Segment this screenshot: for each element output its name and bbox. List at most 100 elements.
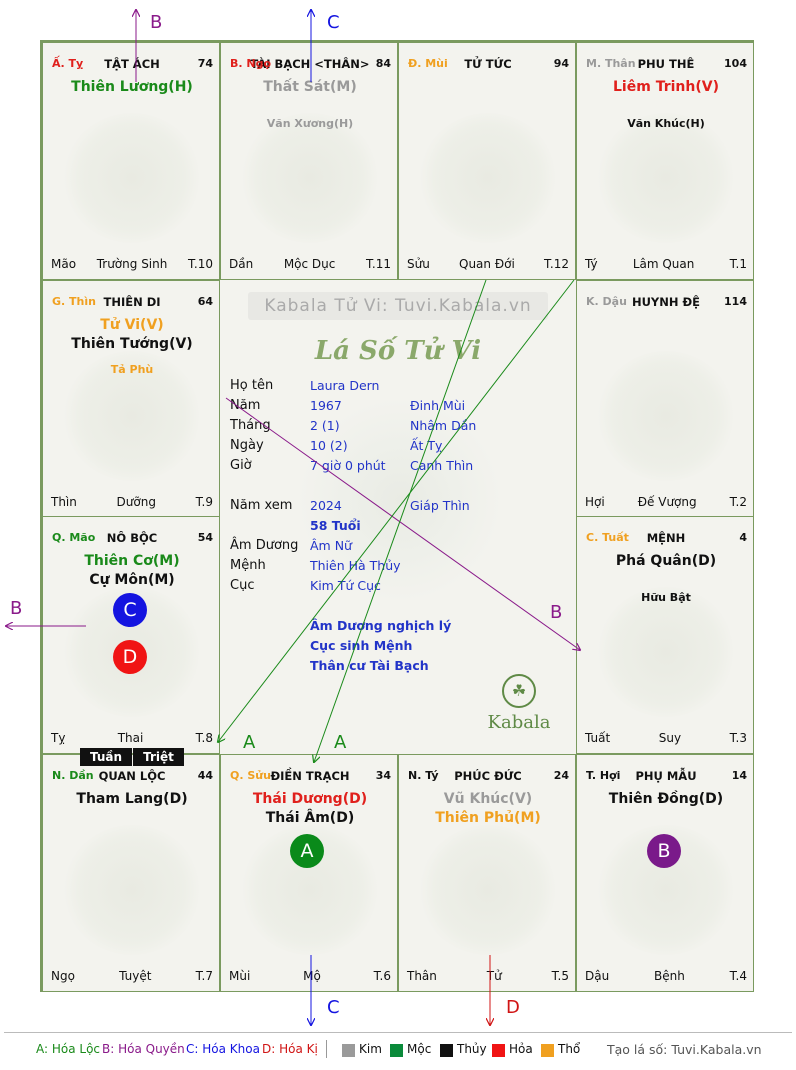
legend-d: D: Hóa Kị <box>262 1042 318 1056</box>
palace-name: PHÚC ĐỨC <box>454 769 522 783</box>
kabala-logo: ☘ Kabala <box>486 674 552 733</box>
minor-star: Hữu Bật <box>641 591 691 604</box>
footer-stage: Dưỡng <box>116 495 156 509</box>
legend-a: A: Hóa Lộc <box>36 1042 101 1056</box>
palace-name: HUYNH ĐỆ <box>631 295 701 309</box>
value-age: 58 Tuổi <box>310 518 361 533</box>
legend-tho: Thổ <box>558 1042 581 1056</box>
watermark: Kabala Tử Vi: Tuvi.Kabala.vn <box>248 292 548 320</box>
zodiac-silhouette <box>419 113 557 243</box>
palace-number: 64 <box>197 295 213 308</box>
palace-name: PHỤ MẪU <box>635 769 697 783</box>
palace-stem: N. Dần <box>52 769 94 782</box>
label-year: Năm <box>230 398 261 413</box>
swatch-tho <box>541 1044 554 1057</box>
label-mid-b: B <box>550 602 563 623</box>
footer-branch: Mão <box>51 257 77 271</box>
label-name: Họ tên <box>230 378 274 393</box>
footer-stage: Mộc Dục <box>283 257 336 271</box>
palace-stem: Ấ. Tỵ <box>52 57 84 70</box>
chart-title: Lá Số Tử Vi <box>314 336 482 366</box>
main-star-2: Thái Âm(D) <box>265 810 355 826</box>
footer-branch: Mùi <box>229 969 251 983</box>
palace-name: TỬ TỨC <box>464 57 512 71</box>
main-star-1: Thiên Đồng(D) <box>608 791 724 807</box>
zodiac-silhouette <box>241 113 379 243</box>
palace-stem: Q. Mão <box>52 531 96 544</box>
palace-name: NÔ BỘC <box>106 531 158 545</box>
palace-name: QUAN LỘC <box>98 769 166 783</box>
label-month: Tháng <box>230 418 271 433</box>
legend-hoa: Hỏa <box>509 1042 533 1056</box>
footer-month: T.4 <box>729 969 747 983</box>
swatch-thuy <box>440 1044 453 1057</box>
value-hour: 7 giờ 0 phút <box>310 458 386 473</box>
palace-number: 114 <box>724 295 747 308</box>
minor-star: Văn Xương(H) <box>266 117 354 130</box>
palace-number: 44 <box>197 769 213 782</box>
main-star-1: Tham Lang(D) <box>76 791 188 807</box>
main-star-1: Thiên Cơ(M) <box>84 553 180 569</box>
palace-stem: C. Tuất <box>586 531 629 544</box>
badge-a: A <box>290 834 324 868</box>
palace-number: 74 <box>197 57 213 70</box>
footer-stage: Tử <box>486 969 502 983</box>
badge-d: D <box>113 640 147 674</box>
main-star-1: Tử Vi(V) <box>100 317 164 333</box>
label-amduong: Âm Dương <box>230 538 299 553</box>
footer-stage: Bệnh <box>654 969 685 983</box>
footer-month: T.8 <box>195 731 213 745</box>
footer-stage: Quan Đới <box>459 257 515 271</box>
palace-name: ĐIỀN TRẠCH <box>270 769 350 783</box>
label-menh: Mệnh <box>230 558 266 573</box>
footer-branch: Tuất <box>585 731 611 745</box>
footer-stage: Mộ <box>303 969 321 983</box>
footer-month: T.6 <box>373 969 391 983</box>
footer-branch: Sửu <box>407 257 430 271</box>
palace-stem: N. Tý <box>408 769 439 782</box>
label-day: Ngày <box>230 438 264 453</box>
label-top-b: B <box>150 12 163 33</box>
value-view-can: Giáp Thìn <box>410 498 470 513</box>
footer-month: T.7 <box>195 969 213 983</box>
legend-b: B: Hóa Quyền <box>102 1042 185 1056</box>
palace-stem: B. Ngọ <box>230 57 272 70</box>
tree-icon: ☘ <box>502 674 536 708</box>
triet-tag: Triệt <box>133 748 184 766</box>
palace-name: TẬT ÁCH <box>104 57 160 71</box>
footer-stage: Tuyệt <box>119 969 152 983</box>
footer-month: T.5 <box>551 969 569 983</box>
footer-stage: Lâm Quan <box>632 257 695 271</box>
label-bottom-c: C <box>327 997 340 1018</box>
minor-star: Tả Phù <box>110 363 154 376</box>
main-star-1: Thiên Lương(H) <box>71 79 193 95</box>
swatch-moc <box>390 1044 403 1057</box>
minor-star: Văn Khúc(H) <box>627 117 705 130</box>
tuan-tag: Tuần <box>80 748 132 766</box>
legend-kim: Kim <box>359 1042 382 1056</box>
value-name: Laura Dern <box>310 378 380 393</box>
palace-number: 14 <box>731 769 747 782</box>
value-year-can: Đinh Mùi <box>410 398 466 413</box>
label-hour: Giờ <box>230 458 252 473</box>
palace-footer: Mùi Mộ T.6 <box>229 969 391 983</box>
palace-stem: T. Hợi <box>586 769 621 782</box>
palace-stem: Q. Sửu <box>230 769 271 782</box>
value-day-can: Ất Tỵ <box>410 438 443 453</box>
footer-month: T.12 <box>543 257 569 271</box>
value-cuc: Kim Tứ Cục <box>310 578 381 593</box>
footer-stage: Thai <box>117 731 144 745</box>
label-top-c: C <box>327 12 340 33</box>
logo-text: Kabala <box>487 712 551 733</box>
main-star-2: Cự Môn(M) <box>89 572 175 588</box>
